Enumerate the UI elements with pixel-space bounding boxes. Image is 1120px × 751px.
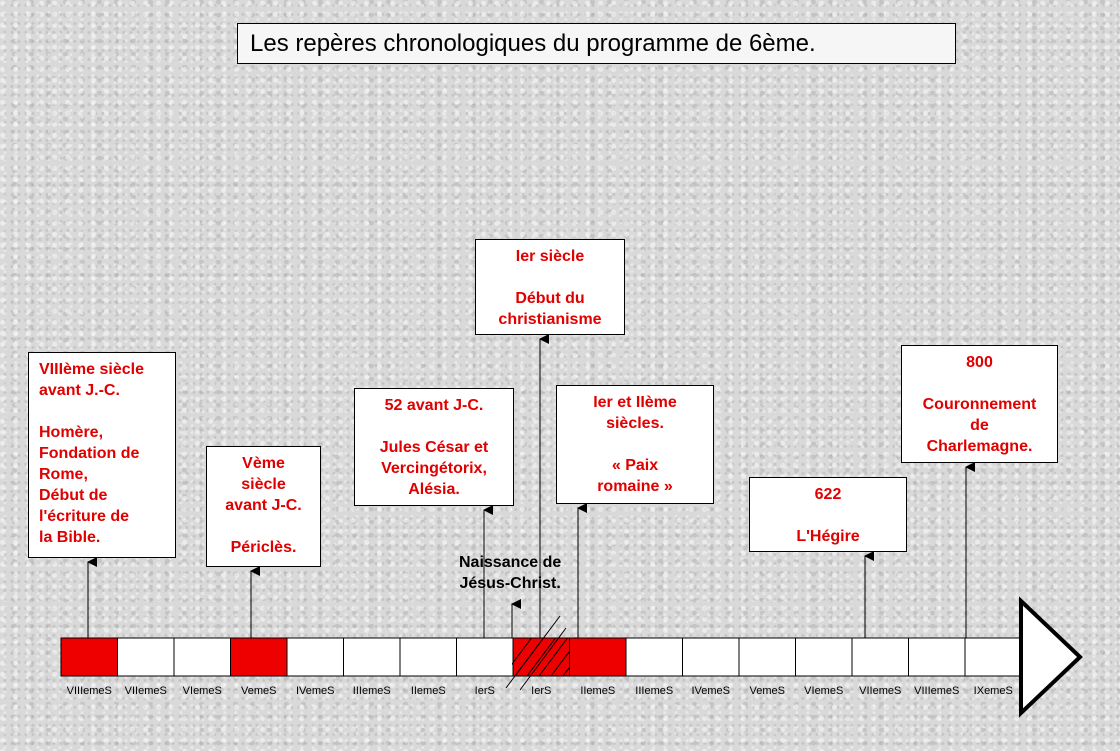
timeline-label: VIemeS <box>804 685 843 697</box>
timeline-label: VIIIemeS <box>914 685 959 697</box>
timeline-cell <box>682 637 740 677</box>
timeline-label: IXemeS <box>974 685 1013 697</box>
timeline-cell <box>456 637 514 677</box>
timeline-cell <box>908 637 966 677</box>
timeline-label: VemeS <box>750 685 785 697</box>
timeline-cell <box>625 637 683 677</box>
timeline-cell <box>60 637 118 677</box>
card-5th-century-bc: Vème siècle avant J-C. Périclès. <box>206 446 321 567</box>
card-8th-century-bc: VIIIème siècle avant J.-C. Homère, Fonda… <box>28 352 176 558</box>
timeline-label: IIIemeS <box>635 685 673 697</box>
timeline-cell <box>343 637 401 677</box>
timeline-label: VIIemeS <box>859 685 901 697</box>
timeline-label: IIIemeS <box>353 685 391 697</box>
timeline-cell <box>117 637 175 677</box>
jesus-birth-note: Naissance de Jésus-Christ. <box>459 554 562 592</box>
timeline-label: VemeS <box>241 685 276 697</box>
timeline-cell <box>738 637 796 677</box>
card-1st-century: Ier siècle Début du christianisme <box>475 239 625 335</box>
timeline-label: IerS <box>531 685 551 697</box>
timeline-label: VIemeS <box>183 685 222 697</box>
timeline-cell <box>399 637 457 677</box>
page-title: Les repères chronologiques du programme … <box>237 23 956 64</box>
timeline-cell <box>795 637 853 677</box>
timeline-cell <box>964 637 1022 677</box>
timeline-cell <box>286 637 344 677</box>
timeline-cell <box>851 637 909 677</box>
card-622: 622 L'Hégire <box>749 477 907 552</box>
timeline-label: VIIIemeS <box>67 685 112 697</box>
timeline-label: IIemeS <box>411 685 446 697</box>
card-800: 800 Couronnement de Charlemagne. <box>901 345 1058 463</box>
card-1st-2nd-centuries: Ier et IIème siècles. « Paix romaine » <box>556 385 714 504</box>
timeline-cell <box>173 637 231 677</box>
timeline-arrowhead <box>1019 596 1083 718</box>
timeline-cell <box>569 637 627 677</box>
timeline-label: IVemeS <box>691 685 730 697</box>
timeline-label: IVemeS <box>296 685 335 697</box>
timeline-label: IerS <box>475 685 495 697</box>
timeline-label: IIemeS <box>580 685 615 697</box>
timeline-label: VIIemeS <box>125 685 167 697</box>
timeline-cell <box>230 637 288 677</box>
card-52-bc: 52 avant J-C. Jules César et Vercingétor… <box>354 388 514 506</box>
